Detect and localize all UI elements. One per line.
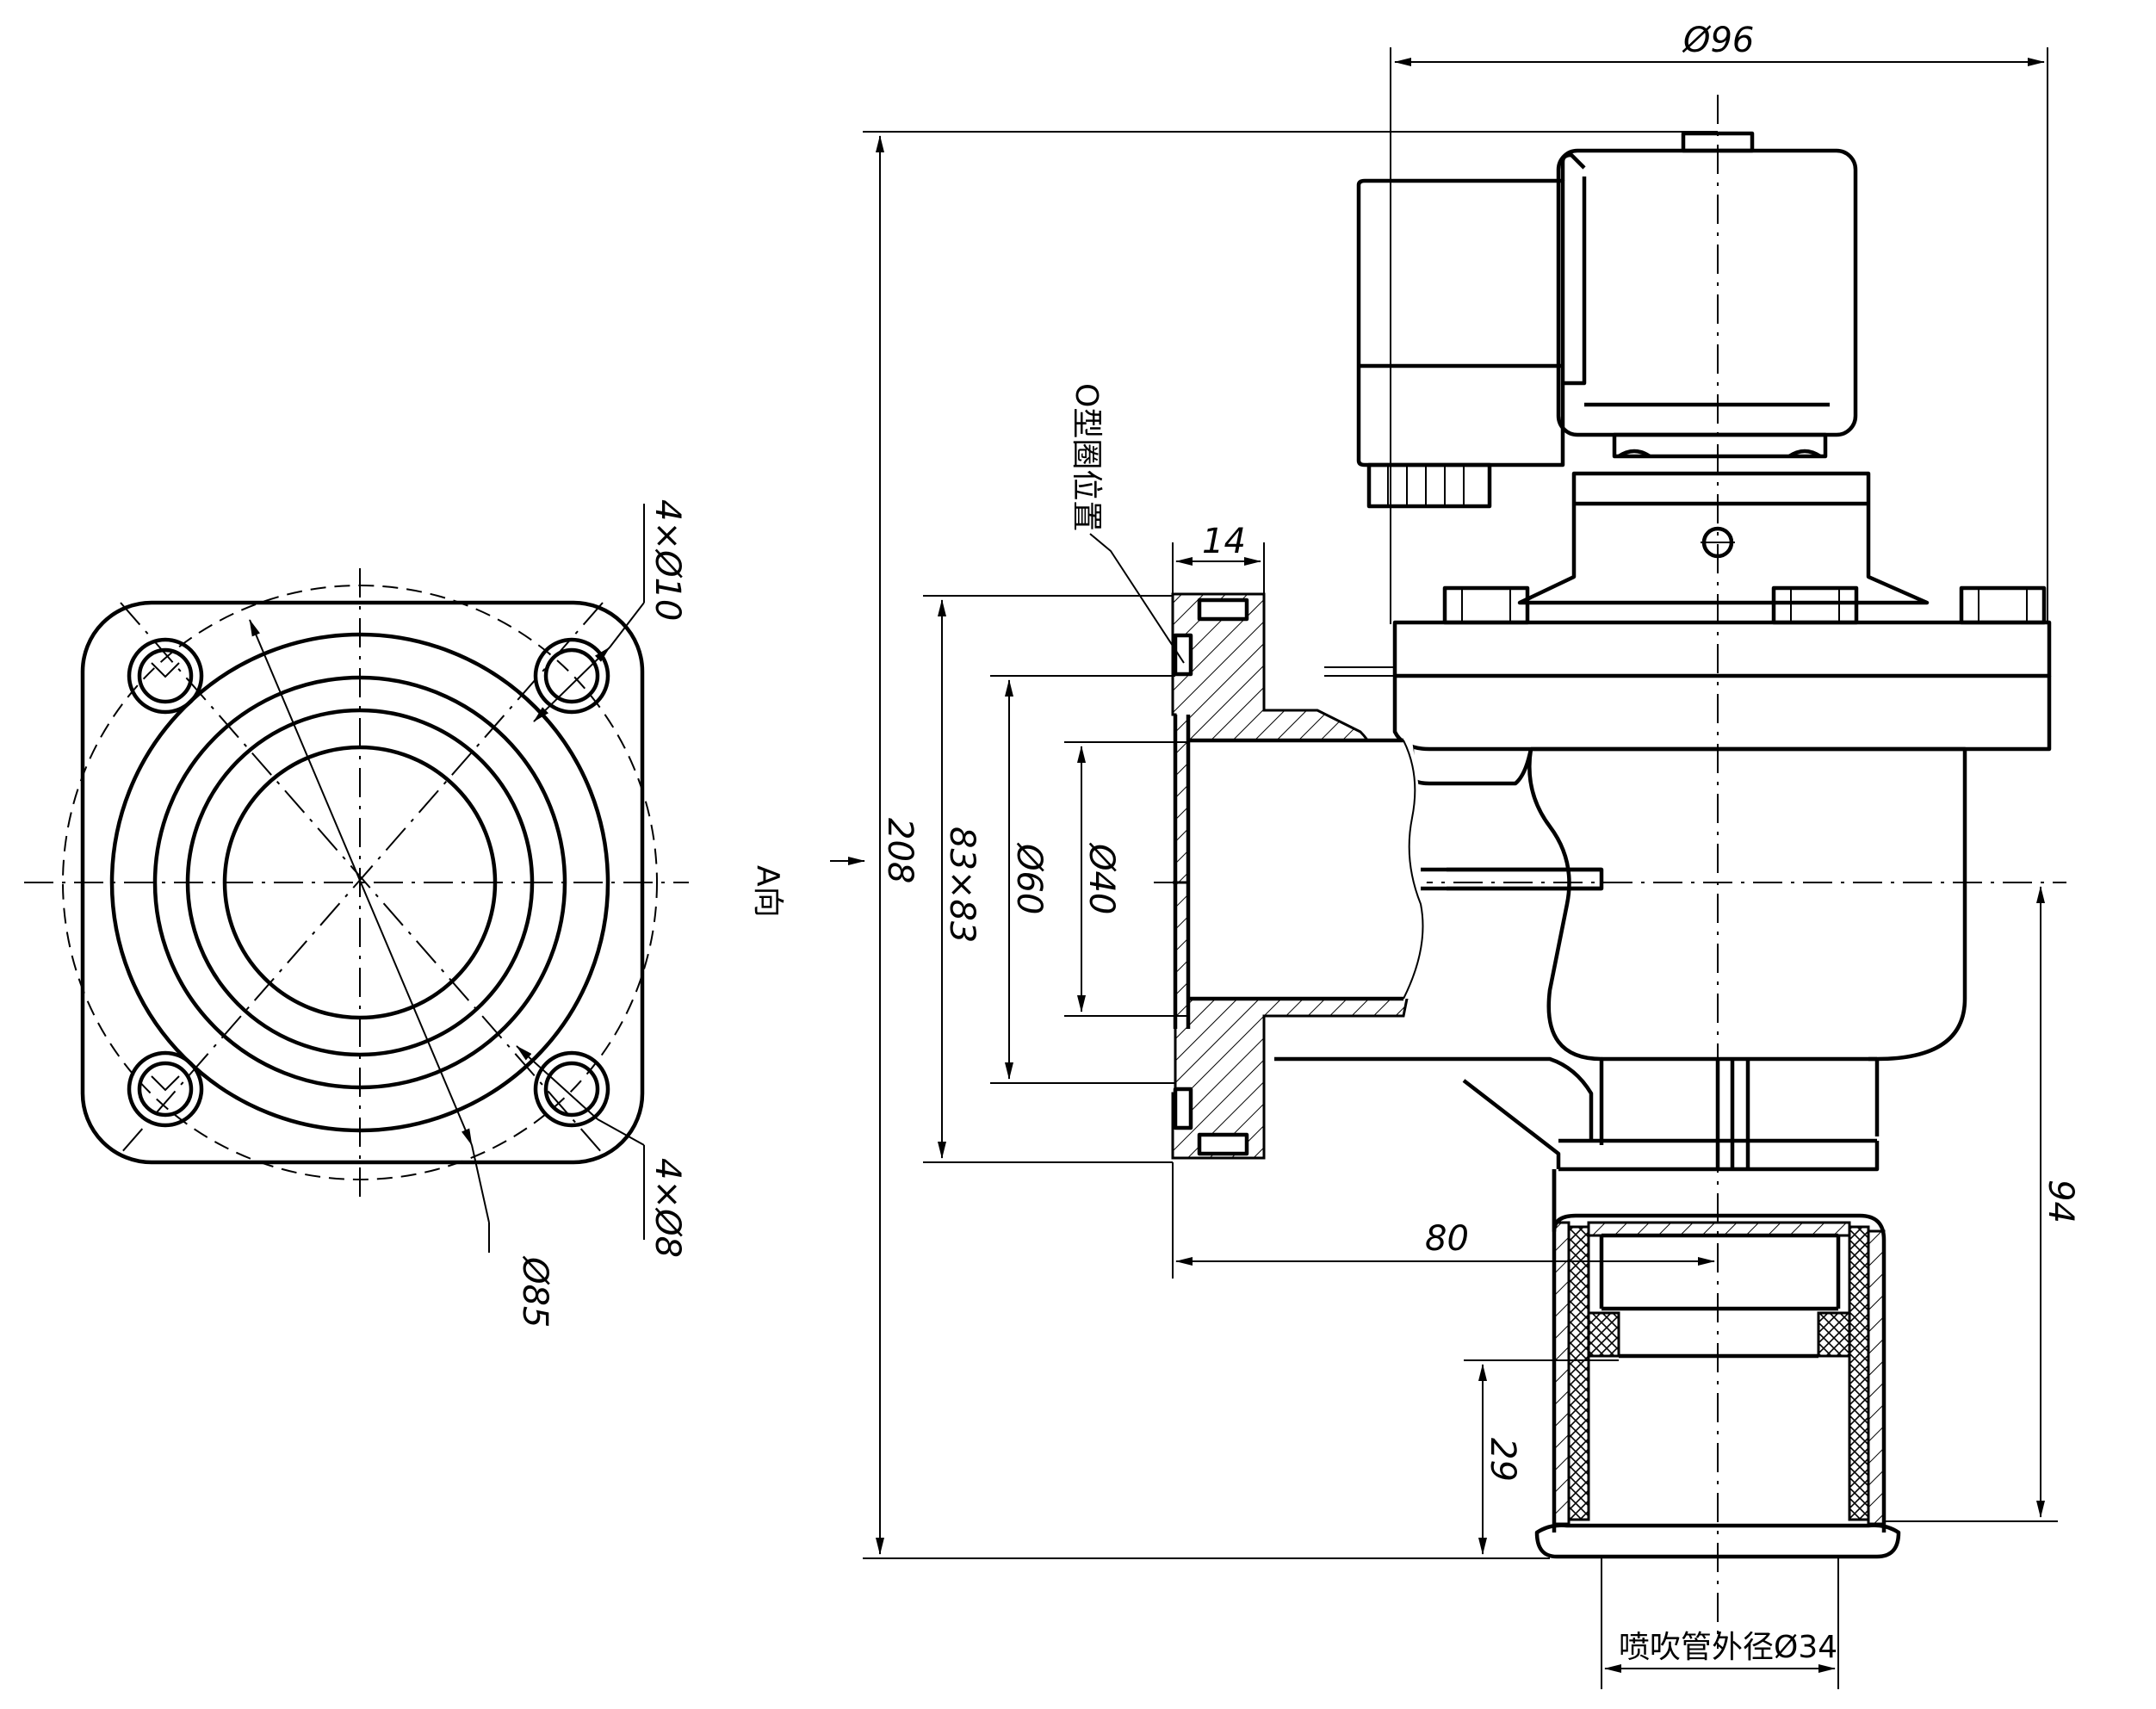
bolt-hole-bottom-left	[127, 1050, 204, 1128]
pilot-body	[1517, 471, 1930, 605]
dim-h94: 94	[2041, 1180, 2080, 1223]
bolt-hole-top-left	[127, 637, 204, 715]
bolt-hole-bottom-right	[533, 1050, 610, 1128]
dim-holes-8: 4×Ø8	[647, 1158, 687, 1258]
outlet-coupling	[1534, 1169, 1901, 1559]
dim-l80: 80	[1425, 1219, 1469, 1259]
dim-pipe-34: 喷吹管外径Ø34	[1619, 1630, 1837, 1665]
dim-pitch-85: Ø85	[515, 1255, 554, 1328]
dim-h208: 208	[880, 818, 920, 883]
dim-sq83: 83×83	[942, 827, 982, 943]
solenoid-connector	[1356, 152, 1587, 509]
oring-label: O型圈位置	[1069, 383, 1104, 531]
inlet-flange-section	[1171, 592, 1602, 1160]
dim-t14: 14	[1202, 522, 1246, 561]
bolt-hole-top-right	[533, 637, 610, 715]
bolt-pitch-circle	[62, 585, 658, 1180]
cover-bolts	[1442, 585, 2047, 625]
dim-h29: 29	[1483, 1438, 1522, 1482]
view-a-indicator: A向	[750, 857, 865, 918]
cover-plate	[1324, 620, 2052, 752]
dim-d40: Ø40	[1081, 842, 1121, 914]
flange-view-a: Ø85 4×Ø10 4×Ø8	[24, 499, 689, 1328]
dim-d96: Ø96	[1682, 21, 1754, 60]
dim-holes-10: 4×Ø10	[647, 499, 687, 621]
flange-outline	[80, 600, 645, 1165]
dim-d60: Ø60	[1009, 842, 1049, 914]
view-a-label: A向	[750, 865, 785, 918]
solenoid-coil	[1556, 131, 1858, 459]
valve-side-view: Ø96 208 14 83×83 Ø60 Ø40 O型圈位置 80	[863, 21, 2080, 1689]
valve-body	[1274, 746, 1967, 1172]
